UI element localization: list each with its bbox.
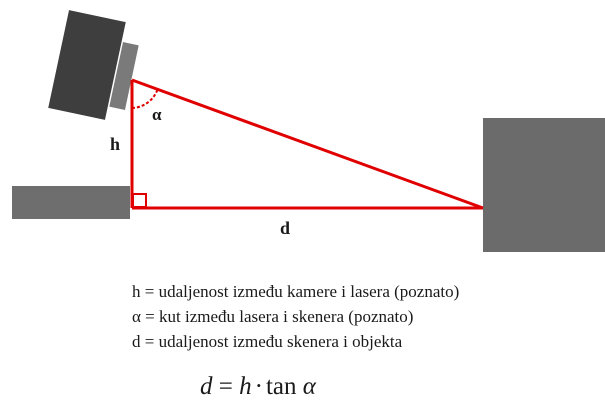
camera-lens	[109, 42, 139, 110]
formula-h: h	[239, 373, 252, 400]
legend-h: h = udaljenost između kamere i lasera (p…	[132, 282, 460, 301]
formula-alpha: α	[302, 373, 316, 400]
camera-body	[48, 10, 126, 120]
triangulation-diagram: h α d	[12, 10, 605, 252]
formula-dot: ·	[254, 373, 263, 400]
camera	[48, 10, 139, 120]
formula-func: tan	[265, 373, 297, 400]
legend-d: d = udaljenost između skenera i objekta	[132, 332, 403, 351]
label-d: d	[280, 218, 290, 238]
right-angle-marker	[132, 193, 147, 208]
angle-arc	[131, 89, 159, 109]
label-h: h	[110, 134, 120, 154]
formula: d = h·tan α	[200, 372, 316, 402]
formula-equals: =	[218, 373, 233, 400]
formula-lhs: d	[200, 373, 213, 400]
triangle-hypotenuse	[131, 78, 484, 210]
legend-alpha: α = kut između lasera i skenera (poznato…	[132, 307, 414, 326]
laser-block	[12, 186, 130, 219]
object-block	[483, 118, 605, 252]
label-alpha: α	[152, 105, 162, 124]
